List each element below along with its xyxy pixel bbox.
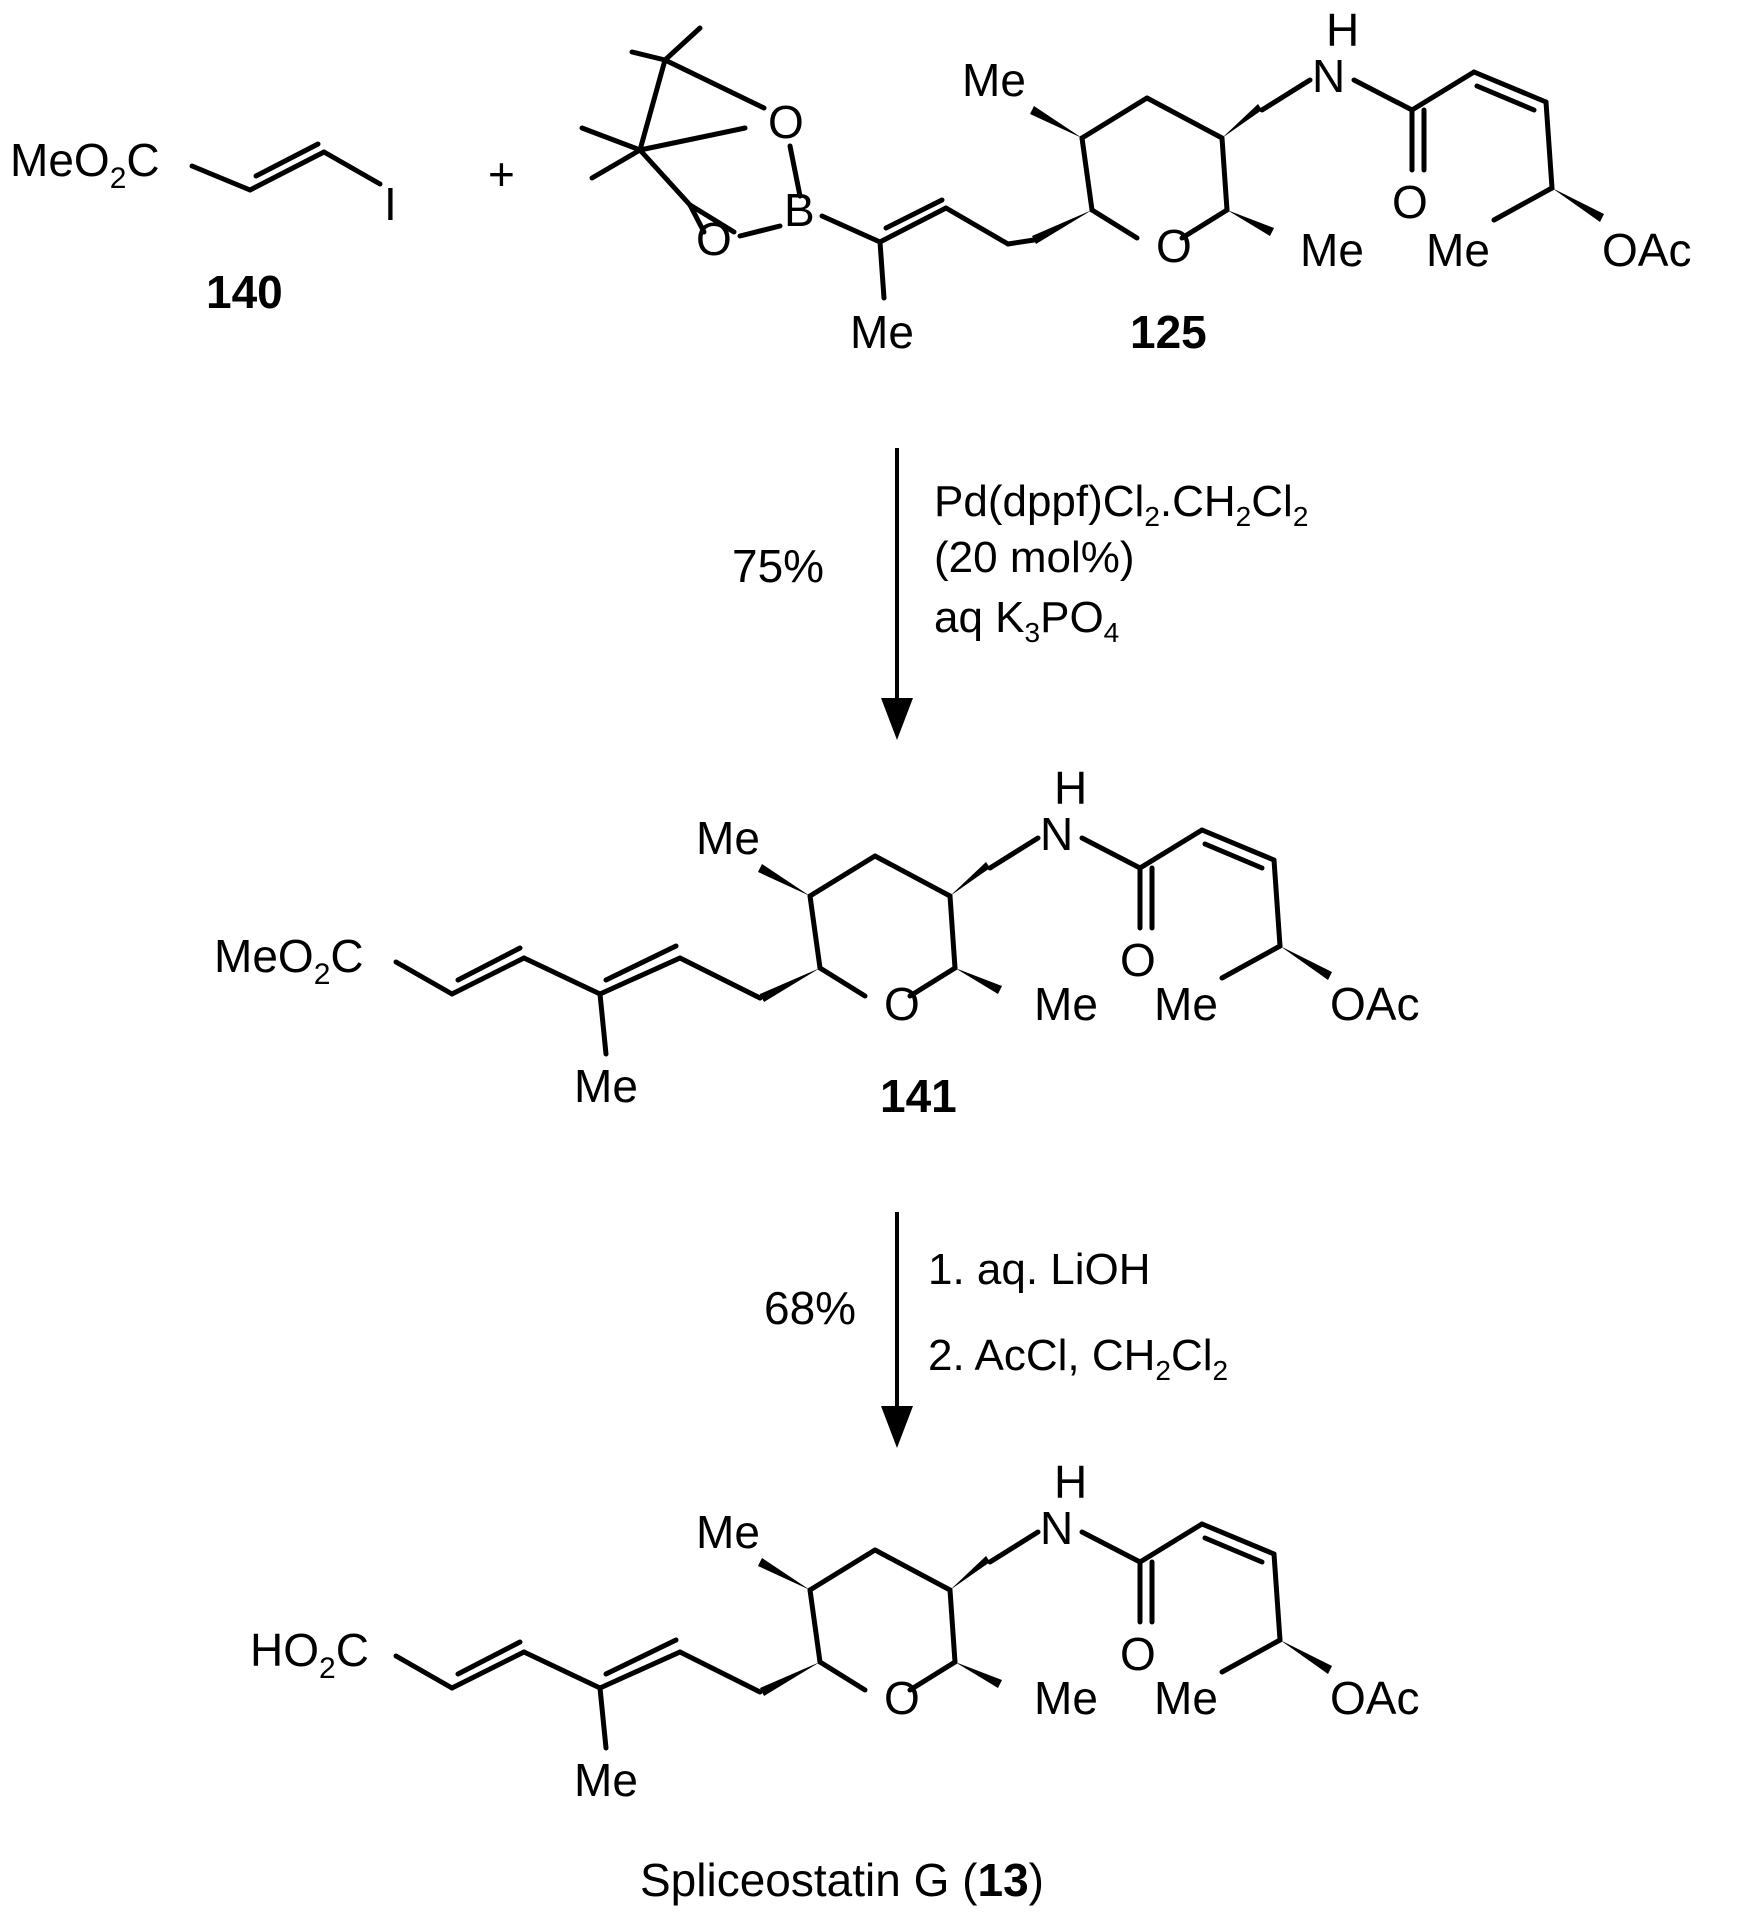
boron-atom: B	[784, 184, 815, 236]
ester-group: MeO2C	[214, 930, 364, 991]
reaction-step-1: 75% Pd(dppf)Cl2.CH2Cl2 (20 mol%) aq K3PO…	[732, 448, 1308, 740]
amide-nitrogen: N	[1040, 1502, 1073, 1554]
ring-oxygen: O	[884, 978, 920, 1030]
plus-sign: +	[488, 148, 515, 200]
vinyl-methyl: Me	[574, 1060, 638, 1112]
yield-step-1: 75%	[732, 540, 824, 592]
amide-nitrogen: N	[1312, 50, 1345, 102]
acid-group: HO2C	[250, 1624, 369, 1685]
compound-label-140: 140	[206, 266, 283, 318]
catalyst-loading: (20 mol%)	[934, 533, 1135, 582]
compound-13: HO2C Me Me O Me H N O Me OAc Spliceostat…	[250, 1456, 1419, 1906]
ring-oxygen: O	[884, 1672, 920, 1724]
side-chain-methyl: Me	[1154, 1672, 1218, 1724]
acetoxy-group: OAc	[1330, 978, 1419, 1030]
iodo-atom: I	[384, 178, 397, 230]
ring-methyl: Me	[962, 54, 1026, 106]
ring-methyl: Me	[696, 1506, 760, 1558]
compound-label-141: 141	[880, 1070, 957, 1122]
hydrolysis-reagent: 1. aq. LiOH	[928, 1245, 1151, 1294]
carbonyl-oxygen: O	[1120, 1628, 1156, 1680]
amide-nitrogen: N	[1040, 808, 1073, 860]
side-chain-methyl: Me	[1426, 224, 1490, 276]
catalyst-reagent: Pd(dppf)Cl2.CH2Cl2	[934, 477, 1308, 532]
pinacol-oxygen-top: O	[768, 96, 804, 148]
compound-label-125: 125	[1130, 306, 1207, 358]
arrow-head-2	[881, 1406, 913, 1448]
carbonyl-oxygen: O	[1120, 934, 1156, 986]
product-name: Spliceostatin G (13)	[640, 1854, 1044, 1906]
carbonyl-oxygen: O	[1392, 176, 1428, 228]
compound-125: O O B Me Me O Me H N O Me OAc 125	[579, 4, 1691, 358]
compound-141: MeO2C Me Me O Me H N O Me OAc 141	[214, 762, 1419, 1122]
compound-140: MeO2C I 140	[10, 134, 397, 318]
anomeric-methyl: Me	[1034, 1672, 1098, 1724]
reaction-step-2: 68% 1. aq. LiOH 2. AcCl, CH2Cl2	[764, 1212, 1228, 1448]
amide-hydrogen: H	[1054, 1456, 1087, 1508]
vinyl-methyl: Me	[574, 1754, 638, 1806]
base-reagent: aq K3PO4	[934, 593, 1119, 648]
pinacol-oxygen-bottom: O	[696, 213, 732, 265]
anomeric-methyl: Me	[1300, 224, 1364, 276]
anomeric-methyl: Me	[1034, 978, 1098, 1030]
amide-hydrogen: H	[1326, 4, 1359, 56]
arrow-head-1	[881, 698, 913, 740]
amide-hydrogen: H	[1054, 762, 1087, 814]
vinyl-methyl: Me	[850, 306, 914, 358]
ester-group: MeO2C	[10, 134, 160, 195]
acetylation-reagent: 2. AcCl, CH2Cl2	[928, 1331, 1228, 1386]
acetoxy-group: OAc	[1330, 1672, 1419, 1724]
ring-methyl: Me	[696, 812, 760, 864]
acetoxy-group: OAc	[1602, 224, 1691, 276]
ring-oxygen: O	[1156, 220, 1192, 272]
side-chain-methyl: Me	[1154, 978, 1218, 1030]
yield-step-2: 68%	[764, 1282, 856, 1334]
